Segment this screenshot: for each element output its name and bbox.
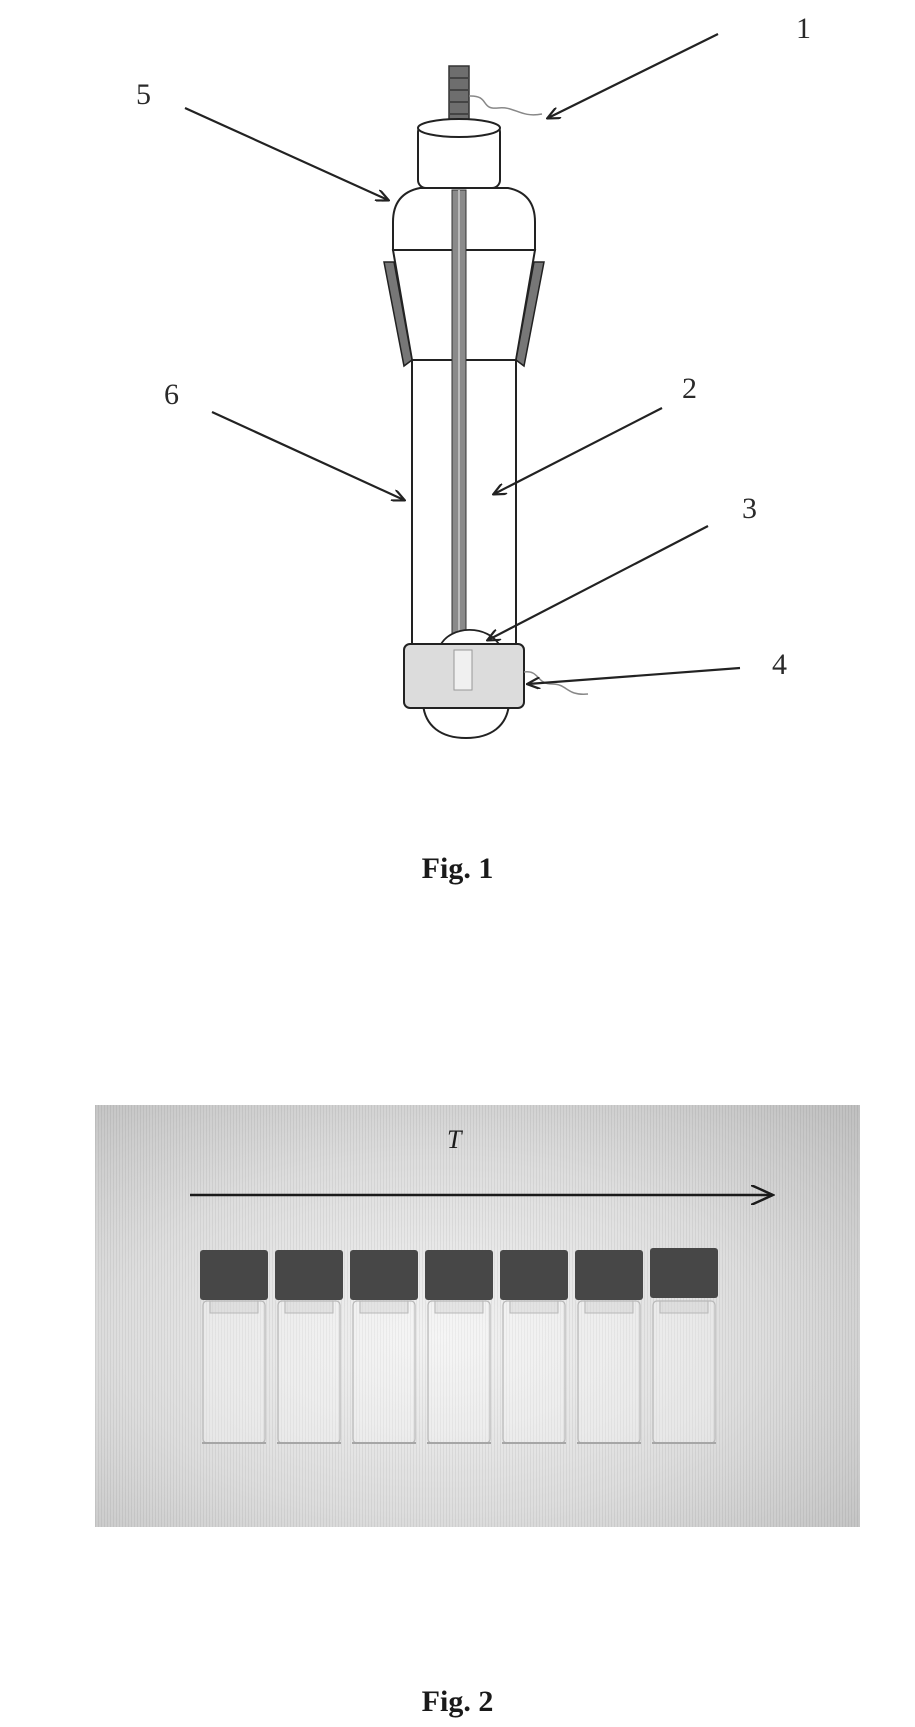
callout-arrow-2 [494,407,663,494]
vial-neck [509,1300,559,1314]
vial-neck [359,1300,409,1314]
callout-label-6: 6 [164,378,179,411]
top-lead-wire [468,95,543,116]
vial-glass [202,1300,266,1444]
callout-arrow-4 [528,666,741,684]
figure-2-caption: Fig. 2 [421,1685,494,1718]
figure-2-vial-photo: T [95,1105,860,1527]
vial-glass [577,1300,641,1444]
vial-cap [425,1250,493,1300]
callout-label-4: 4 [772,648,787,681]
figure-1-caption: Fig. 1 [421,852,494,885]
vial [350,1250,418,1444]
callout-label-1: 1 [796,12,811,45]
vial [275,1250,343,1444]
vial-cap [500,1250,568,1300]
vial-glass [277,1300,341,1444]
vial [575,1250,643,1444]
heater-lead-wire [523,671,589,695]
vial-cap [275,1250,343,1300]
temperature-arrow-label: T [447,1125,462,1154]
callout-label-2: 2 [682,372,697,405]
vial-glass [427,1300,491,1444]
joint-sleeve-right [515,261,545,368]
vial-neck [209,1300,259,1314]
vial-neck [584,1300,634,1314]
vial [425,1250,493,1444]
vial-glass [502,1300,566,1444]
tube-bottom-bulb [421,703,511,740]
callout-arrow-5 [184,106,388,200]
vial [200,1250,268,1444]
vial [650,1248,718,1444]
vial-cap [650,1248,718,1298]
figure-1-apparatus-diagram [184,33,741,740]
vial-row-drawing [190,1105,860,1444]
callout-arrow-6 [211,411,404,500]
vial-cap [350,1250,418,1300]
vial [500,1250,568,1444]
vial-cap [575,1250,643,1300]
vial-neck [284,1300,334,1314]
callout-arrow-1 [548,33,719,118]
vial-glass [352,1300,416,1444]
vial-glass [652,1300,716,1444]
callout-label-3: 3 [742,492,757,525]
callout-arrow-3 [488,525,709,640]
callout-label-5: 5 [136,78,151,111]
vial-cap [200,1250,268,1300]
vial-neck [659,1300,709,1314]
vial-neck [434,1300,484,1314]
